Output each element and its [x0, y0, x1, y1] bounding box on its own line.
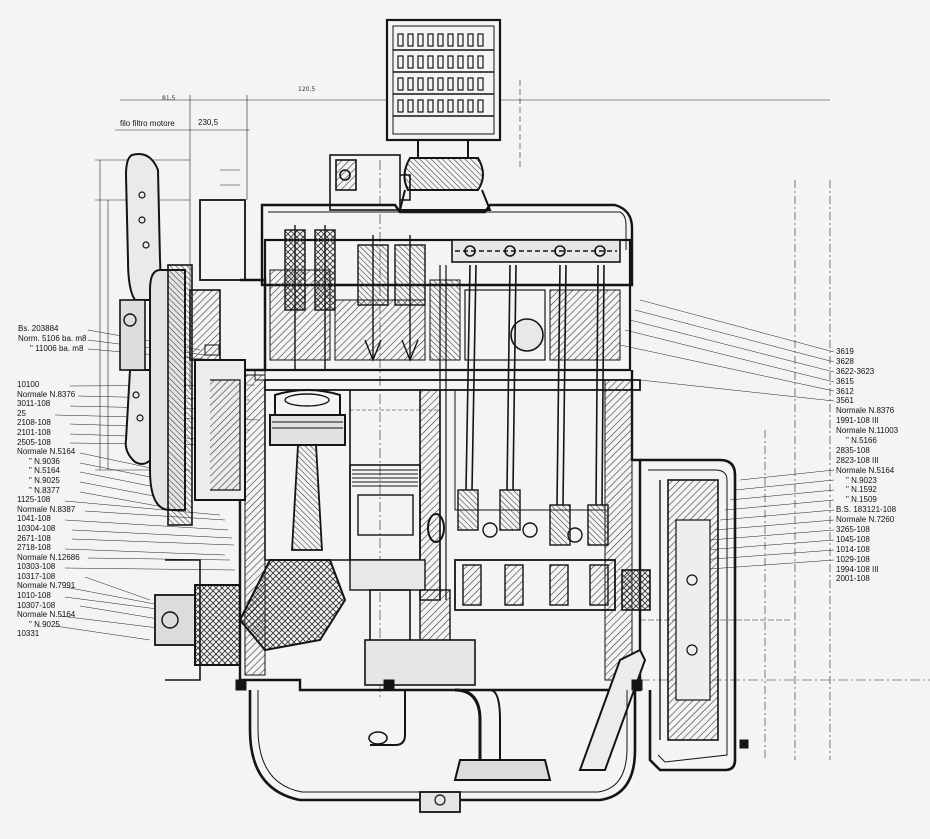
right-label: Normale N.5164: [836, 465, 895, 475]
crank-pulley: [154, 559, 241, 681]
right-label: 3628: [836, 356, 854, 366]
right-label: 3561: [836, 396, 854, 406]
right-label: 2001-108: [836, 574, 870, 584]
valve-springs: [284, 225, 426, 370]
right-label: 3615: [836, 376, 854, 386]
left-label: 3011-108: [17, 399, 51, 409]
right-label: " N.1592: [846, 485, 877, 495]
flywheel-housing: [621, 458, 737, 772]
left-label: Normale N.5164: [17, 447, 76, 457]
left-label: " N.8377: [29, 485, 60, 495]
left-label: Normale N.8376: [17, 389, 76, 399]
left-label: 25: [17, 408, 26, 418]
cooling-fan: [119, 153, 162, 465]
right-label: 1029-108: [836, 554, 870, 564]
left-label: 1125-108: [17, 495, 51, 505]
water-pump-pulley: [149, 199, 246, 526]
right-label: 1991-108 III: [836, 416, 879, 426]
label-norm-5106: Norm. 5106 ba. m8: [18, 334, 87, 343]
right-label: 2823-108 III: [836, 455, 879, 465]
tappets-camshaft: [454, 489, 616, 611]
right-label: 3619: [836, 347, 854, 356]
left-label: 10317-108: [17, 571, 56, 581]
right-label: 3622-3623: [836, 366, 875, 376]
right-label: " N.9023: [846, 475, 877, 485]
dim-120-label: 120,5: [298, 86, 316, 93]
right-leader-lines: [619, 299, 835, 571]
left-label: 10304-108: [17, 523, 56, 533]
left-label: 10303-108: [17, 562, 56, 572]
left-label: " N.9025: [29, 619, 60, 629]
left-label: 2718-108: [17, 543, 51, 553]
right-label: " N.1509: [846, 495, 877, 505]
left-label: 2671-108: [17, 533, 51, 543]
right-label: 2835-108: [836, 445, 870, 455]
left-label: 10307-108: [17, 600, 56, 610]
bolt-details: [204, 344, 749, 749]
right-label: Normale N.8376: [836, 406, 895, 416]
left-label: Normale N.8387: [17, 504, 76, 514]
right-label: Normale N.11003: [836, 426, 899, 436]
filter-line-label: filo filtro motore: [120, 119, 175, 128]
air-filter: [385, 18, 502, 211]
left-label: Normale N.7991: [17, 581, 76, 591]
left-label: 2101-108: [17, 427, 51, 437]
left-label: 1041-108: [17, 514, 51, 524]
right-label: 1014-108: [836, 544, 870, 554]
label-11006: " 11006 ba. m8: [30, 344, 84, 353]
right-label: Normale N.7260: [836, 515, 895, 525]
left-label: 1010-108: [17, 591, 51, 601]
oil-sump: [248, 690, 637, 813]
rocker-shaft: [451, 239, 621, 263]
right-label: 1045-108: [836, 534, 870, 544]
left-label: 10100: [17, 380, 40, 389]
dim-81-label: 81,5: [162, 95, 176, 102]
left-part-labels: 10100 Normale N.8376 3011-108 25 2108-10…: [17, 380, 80, 639]
right-label: " N.5166: [846, 436, 877, 446]
dimension-lines: [95, 80, 930, 760]
right-label: 1994-108 III: [836, 564, 879, 574]
piston: [269, 389, 421, 561]
carburettor: [329, 154, 411, 211]
left-label: " N.5164: [29, 466, 60, 476]
oil-pump: [364, 639, 647, 781]
left-label: Normale N.12686: [17, 552, 80, 562]
left-label: 2108-108: [17, 418, 51, 428]
right-part-labels: 3619 3628 3622-3623 3615 3612 3561 Norma…: [836, 347, 898, 584]
right-label: 3265-108: [836, 525, 870, 535]
label-bs-203884: Bs. 203884: [18, 324, 59, 333]
dim-230-label: 230,5: [198, 118, 219, 127]
left-label: Normale N.5164: [17, 610, 76, 620]
right-label: B.S. 183121-108: [836, 505, 897, 515]
left-label: " N.9036: [29, 456, 60, 466]
right-label: 3612: [836, 386, 854, 396]
left-label: 10331: [17, 629, 40, 639]
pushrods: [439, 264, 605, 600]
left-label: " N.9025: [29, 475, 60, 485]
left-label: 2505-108: [17, 437, 51, 447]
